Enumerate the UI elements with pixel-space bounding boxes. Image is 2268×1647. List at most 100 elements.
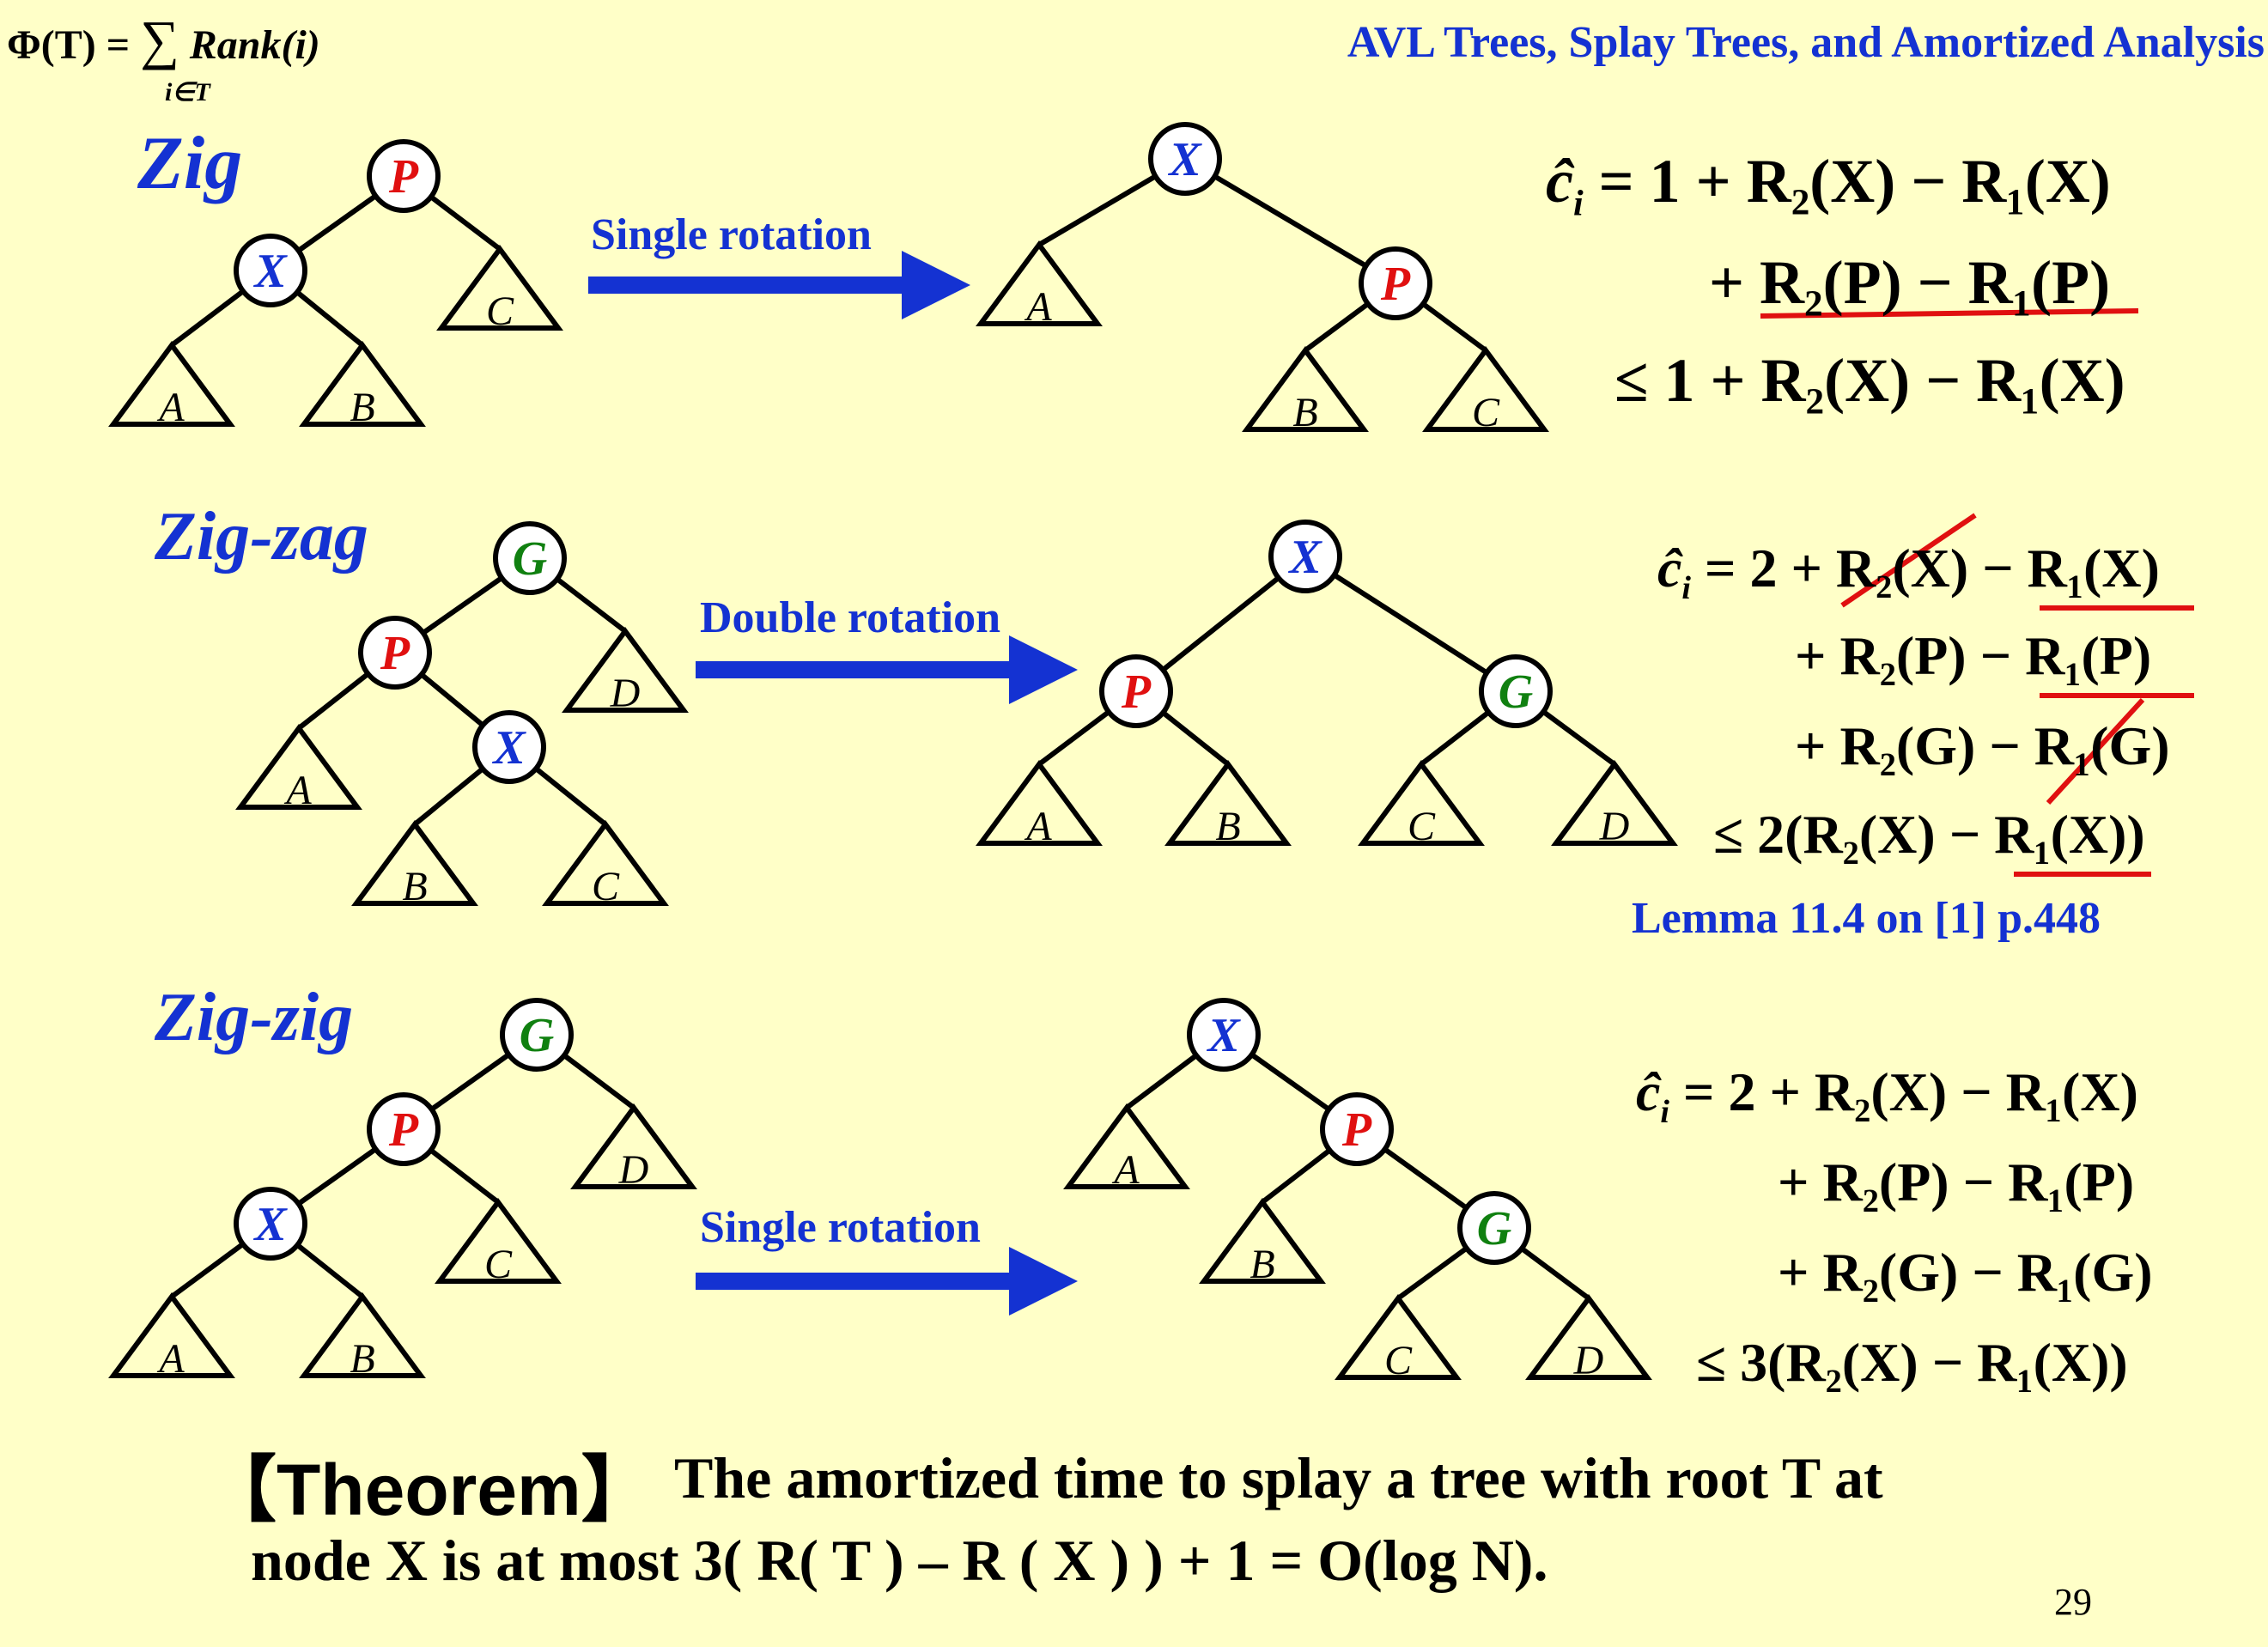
zigzag-eq-line-4: ≤ 2(R₂(X) − R₁(X)) (1713, 804, 2145, 865)
zigzig-after-subtree-b: B (1199, 1197, 1326, 1287)
c-hat-subscript: i (1660, 1093, 1669, 1130)
svg-text:X: X (1206, 1009, 1241, 1062)
c-hat-symbol: ĉ (1636, 1061, 1661, 1122)
potential-formula: Φ(T) = ∑ Rank(i) (7, 9, 320, 72)
potential-lhs: Φ(T) = (7, 22, 131, 68)
zigzig-eq-line-3: + R₂(G) − R₁(G) (1778, 1242, 2153, 1303)
svg-text:A: A (1024, 284, 1052, 330)
zig-after-subtree-b: B (1242, 345, 1369, 435)
svg-text:X: X (1287, 531, 1322, 584)
svg-text:A: A (156, 385, 185, 430)
zigzag-strike-1 (1840, 513, 1977, 608)
zigzig-label: Zig-zig (155, 980, 354, 1055)
zigzig-eq-line-4: ≤ 3(R₂(X) − R₁(X)) (1696, 1332, 2128, 1393)
zigzag-after-node-p: P (1099, 654, 1173, 728)
zigzag-before-subtree-a: A (235, 723, 362, 813)
zigzig-before-subtree-a: A (108, 1291, 235, 1382)
zigzag-before-node-p: P (358, 616, 432, 690)
zig-before-subtree-a: A (108, 340, 235, 430)
zig-before-node-x: X (234, 234, 307, 307)
svg-text:X: X (491, 721, 526, 775)
svg-text:D: D (618, 1147, 649, 1193)
zig-eq-line-2: + R₂(P) − R₁(P) (1709, 248, 2111, 317)
zig-before-node-p: P (367, 139, 441, 213)
theorem-line-1: The amortized time to splay a tree with … (674, 1445, 1883, 1510)
zigzag-arrow-label: Double rotation (700, 593, 1001, 642)
c-hat-symbol: ĉ (1657, 538, 1682, 599)
svg-text:D: D (1599, 804, 1630, 849)
zigzig-after-subtree-d: D (1525, 1293, 1652, 1383)
zigzag-before-subtree-d: D (562, 626, 689, 716)
theorem-line-2: node X is at most 3( R( T ) – R ( X ) ) … (251, 1528, 1548, 1593)
svg-text:C: C (484, 1242, 513, 1287)
zigzig-before-node-p: P (367, 1092, 441, 1166)
potential-subscript: i∈T (165, 78, 210, 106)
zig-after-node-x: X (1148, 122, 1222, 196)
theorem-tag: 【Theorem】 (204, 1449, 654, 1530)
svg-text:A: A (1024, 804, 1052, 849)
svg-text:G: G (520, 1009, 554, 1062)
svg-text:X: X (1167, 133, 1202, 186)
lemma-reference: Lemma 11.4 on [1] p.448 (1632, 894, 2101, 943)
zigzag-eq-line-2: + R₂(P) − R₁(P) (1795, 625, 2152, 686)
svg-text:P: P (380, 627, 410, 680)
svg-text:C: C (1384, 1338, 1413, 1383)
zig-eq-line-3: ≤ 1 + R₂(X) − R₁(X) (1614, 346, 2125, 415)
zigzig-before-node-g: G (500, 998, 574, 1072)
zigzig-before-subtree-d: D (570, 1103, 697, 1193)
svg-text:A: A (1111, 1147, 1140, 1193)
svg-text:C: C (592, 864, 620, 909)
svg-text:P: P (1341, 1103, 1372, 1157)
zig-after-subtree-a: A (976, 240, 1103, 330)
zig-after-node-p: P (1359, 246, 1432, 320)
zigzig-after-node-g: G (1457, 1191, 1531, 1265)
zigzig-after-node-p: P (1320, 1092, 1394, 1166)
svg-text:G: G (1477, 1202, 1511, 1255)
zigzag-after-node-g: G (1479, 654, 1553, 728)
eq-text: = 1 + R₂(X) − R₁(X) (1598, 147, 2111, 216)
potential-rhs: Rank(i) (189, 22, 320, 68)
slide-title: AVL Trees, Splay Trees, and Amortized An… (1347, 18, 2265, 67)
page-number: 29 (2054, 1581, 2092, 1623)
zigzig-eq-line-2: + R₂(P) − R₁(P) (1778, 1152, 2135, 1212)
zig-label: Zig (137, 122, 243, 205)
svg-text:D: D (610, 671, 641, 716)
zigzig-after-node-x: X (1187, 998, 1261, 1072)
c-hat-subscript: i (1681, 569, 1691, 606)
svg-text:P: P (388, 150, 419, 204)
zigzag-after-node-x: X (1268, 520, 1342, 593)
eq-text: = 2 + R₂(X) − R₁(X) (1704, 538, 2160, 599)
zigzag-label: Zig-zag (155, 499, 368, 574)
zig-before-subtree-c: C (436, 244, 563, 334)
zigzig-after-subtree-a: A (1063, 1103, 1190, 1193)
zigzig-arrow-label: Single rotation (700, 1203, 981, 1252)
c-hat-symbol: ĉ (1546, 147, 1573, 216)
svg-text:P: P (1121, 665, 1152, 719)
eq-text: = 2 + R₂(X) − R₁(X) (1682, 1061, 2138, 1122)
sigma-symbol: ∑ (140, 9, 179, 70)
svg-text:D: D (1573, 1338, 1604, 1383)
svg-text:X: X (252, 245, 288, 298)
zigzag-after-subtree-b: B (1164, 759, 1292, 849)
zig-before-subtree-b: B (299, 340, 426, 430)
svg-text:C: C (486, 289, 514, 334)
zigzag-after-subtree-d: D (1551, 759, 1678, 849)
zigzig-after-subtree-c: C (1335, 1293, 1462, 1383)
svg-text:B: B (350, 1336, 374, 1382)
svg-text:G: G (1499, 665, 1533, 719)
zigzag-before-node-g: G (493, 521, 567, 595)
svg-text:A: A (156, 1336, 185, 1382)
svg-text:B: B (1292, 390, 1317, 435)
zigzig-before-subtree-c: C (435, 1197, 562, 1287)
zig-underline (1760, 308, 2139, 319)
svg-text:A: A (283, 768, 312, 813)
svg-text:B: B (402, 864, 427, 909)
zig-eq-line-1: ĉi = 1 + R₂(X) − R₁(X) (1546, 146, 2111, 224)
zigzag-strike-2 (2046, 697, 2145, 805)
zigzag-before-subtree-c: C (542, 819, 669, 909)
svg-text:C: C (1408, 804, 1436, 849)
svg-text:C: C (1472, 390, 1500, 435)
svg-text:B: B (1215, 804, 1240, 849)
zigzag-after-subtree-c: C (1358, 759, 1485, 849)
